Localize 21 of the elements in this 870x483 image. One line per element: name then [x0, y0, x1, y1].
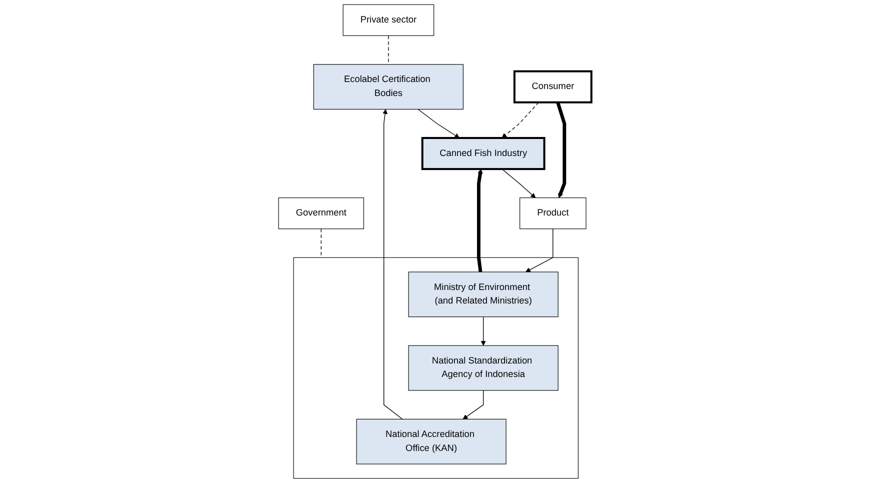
arrow [477, 168, 483, 272]
node-box: Canned Fish Industry [421, 137, 546, 170]
connector [388, 35, 389, 65]
node-box: Ecolabel Certification Bodies [313, 64, 464, 110]
arrow [526, 228, 554, 272]
node-box: Government [278, 198, 364, 230]
cluster [293, 257, 578, 479]
node-box: National Accreditation Office (KAN) [356, 418, 506, 464]
arrow [502, 102, 540, 138]
node-box: Product [520, 198, 586, 230]
arrow [480, 316, 486, 346]
arrow [502, 168, 536, 198]
node-box: Consumer [513, 70, 592, 104]
arrow [556, 102, 566, 198]
node-box: Ministry of Environment (and Related Ministries) [408, 272, 558, 318]
arrow [418, 108, 460, 138]
arrow [462, 390, 484, 420]
connector [320, 228, 322, 258]
node-box: National Standardization Agency of Indonesia [408, 345, 558, 391]
arrow [382, 109, 403, 420]
node-box: Private sector [342, 4, 434, 36]
